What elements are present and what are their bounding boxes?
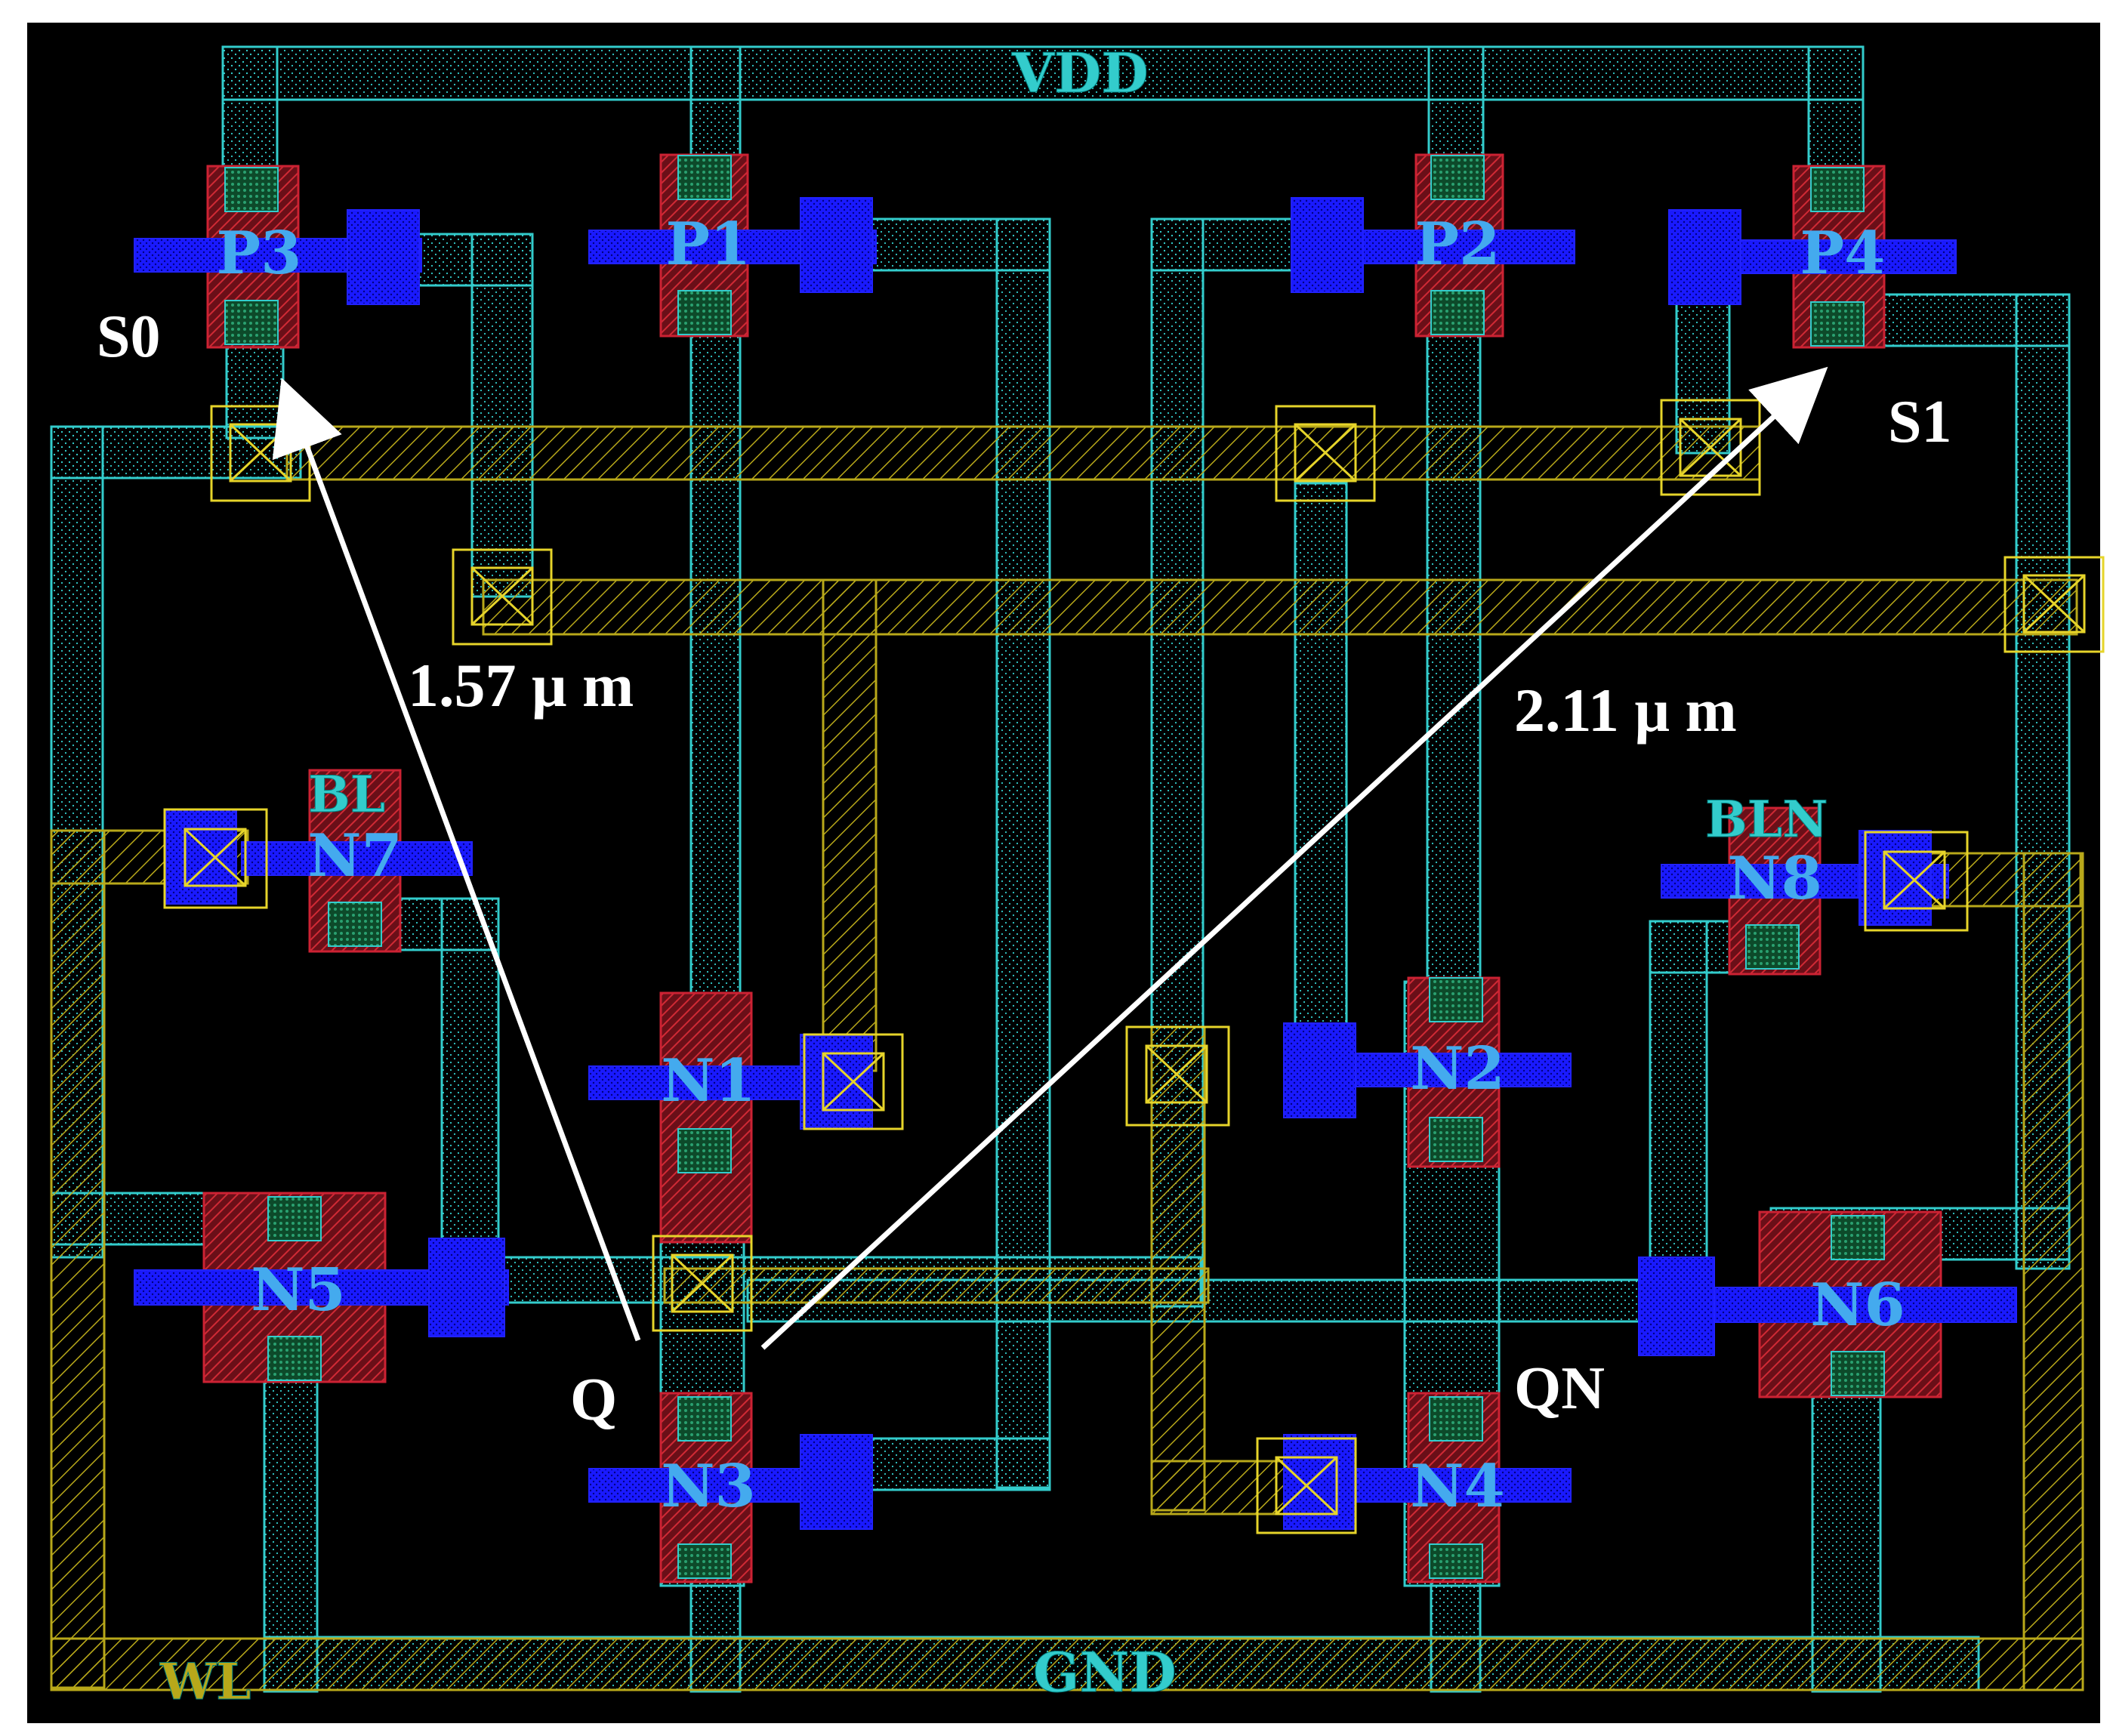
via-q (652, 1235, 753, 1332)
s1-label: S1 (1888, 389, 1952, 455)
p1-label: P1 (666, 210, 751, 279)
net-labels: VDD GND WL BL BLN (159, 41, 1829, 1712)
gnd-label: GND (1033, 1640, 1177, 1704)
via-qn-left (1125, 1025, 1230, 1127)
contact-layer (224, 155, 1885, 1579)
n5-gnd-column (263, 1335, 319, 1693)
n3-gate (588, 1468, 839, 1503)
measure-q-s1: 2.11 μ m (1514, 676, 1737, 745)
via-n8 (1864, 831, 1969, 932)
n5-label: N5 (251, 1256, 346, 1324)
via-layer (163, 399, 2105, 1534)
via-mid-top (1275, 405, 1376, 502)
n6-label: N6 (1810, 1271, 1905, 1340)
vdd-drop-p3 (221, 45, 279, 177)
vdd-drop-p4 (1807, 45, 1865, 177)
n2-label: N2 (1410, 1035, 1505, 1103)
arrow-q-to-s1 (760, 366, 1828, 1350)
arrow-q-to-s0 (272, 378, 641, 1342)
bl-label: BL (308, 765, 385, 824)
vdd-rail (221, 45, 1865, 101)
right-m2-top (1928, 852, 2082, 908)
n6-gate (1661, 1287, 2017, 1323)
poly-layer (134, 197, 2017, 1530)
n8-label: N8 (1727, 844, 1822, 913)
n3-label: N3 (661, 1452, 756, 1521)
bln-label: BLN (1705, 790, 1828, 849)
n7-label: N7 (307, 822, 403, 890)
n3-gate-link (837, 1437, 1051, 1491)
qn-m2-link (1150, 1460, 1304, 1516)
n1-gate (588, 1065, 839, 1100)
q-label: Q (570, 1367, 617, 1433)
bl-drop (822, 578, 878, 1072)
left-m2-frame (50, 829, 106, 1689)
bl-bus (482, 578, 2078, 636)
right-m2-frame (2022, 852, 2084, 1691)
n2-gate-column (1294, 482, 1348, 1059)
via-n7 (163, 808, 268, 909)
vdd-label: VDD (1011, 41, 1149, 105)
p2-label: P2 (1415, 210, 1501, 279)
annotations: S0 S1 Q QN 1.57 μ m 2.11 μ m (97, 304, 1952, 1433)
via-bl (452, 548, 553, 646)
n1-label: N1 (661, 1047, 756, 1115)
qn-label: QN (1514, 1355, 1605, 1422)
via-n1 (803, 1033, 904, 1130)
s0-label: S0 (97, 304, 161, 370)
s0-s1-bus (285, 425, 1761, 481)
via-n4 (1256, 1437, 1357, 1534)
measurement-arrows (272, 366, 1828, 1350)
p3-side-column (470, 233, 534, 598)
via-bln (2003, 556, 2105, 653)
q-m2-bar (663, 1267, 1210, 1304)
n8-n6-column (1649, 920, 1708, 1323)
n1-diffusion (659, 991, 753, 1244)
metal2-layer (50, 425, 2084, 1691)
wl-label: WL (159, 1652, 251, 1711)
n7-n5-column (440, 897, 500, 1293)
n7-gate (241, 841, 473, 876)
p3-label: P3 (217, 219, 302, 288)
measure-q-s0: 1.57 μ m (408, 651, 634, 720)
transistor-labels: P3 P1 P2 P4 N7 N8 N1 N2 N3 N4 N5 N6 (217, 210, 1905, 1521)
n4-label: N4 (1410, 1452, 1505, 1521)
n6-gnd-column (1811, 1358, 1882, 1693)
p4-label: P4 (1800, 219, 1886, 288)
